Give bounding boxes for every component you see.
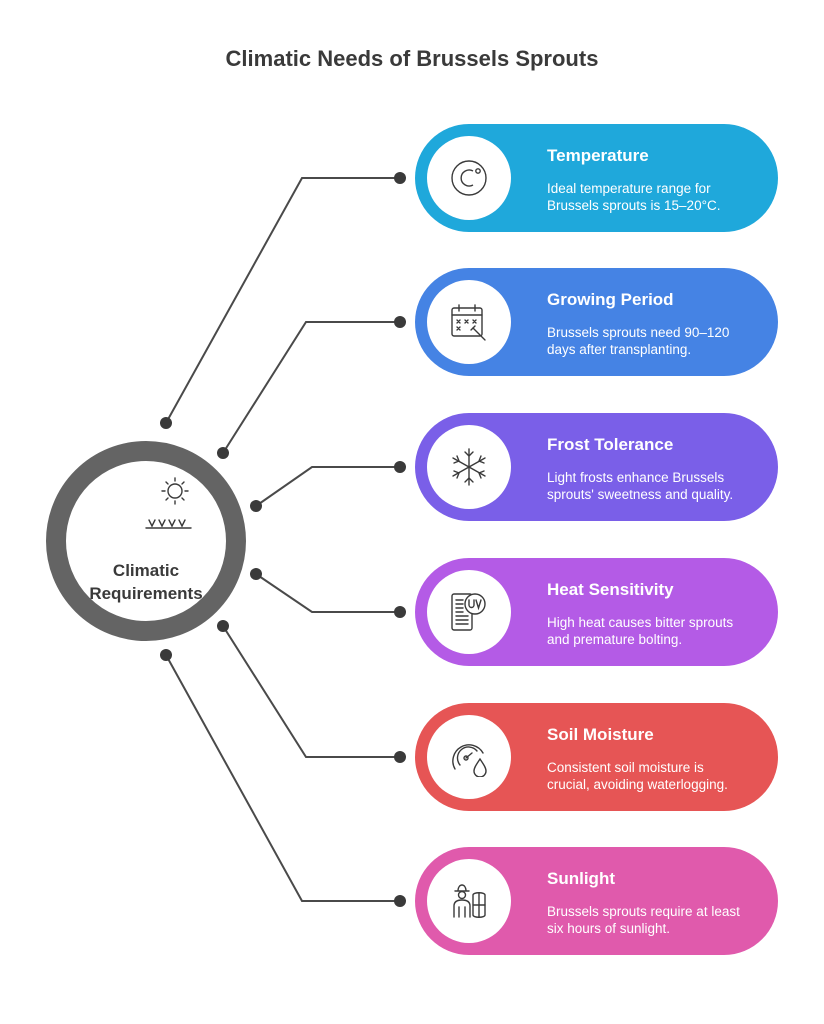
connector-dot — [394, 316, 406, 328]
farmer-icon — [453, 884, 486, 918]
card-heading: Frost Tolerance — [547, 435, 674, 454]
page-title: Climatic Needs of Brussels Sprouts — [225, 46, 599, 71]
connector-line — [222, 321, 400, 454]
card-heat-sensitivity: Heat Sensitivity High heat causes bitter… — [415, 558, 778, 666]
connector-dot — [394, 751, 406, 763]
hub-label: Climatic Requirements — [89, 561, 203, 603]
card-description: Consistent soil moisture is crucial, avo… — [547, 760, 728, 792]
grass-icon — [145, 519, 192, 529]
connector-dot — [217, 447, 229, 459]
sun-grass-icon — [145, 477, 192, 529]
card-heading: Heat Sensitivity — [547, 580, 674, 599]
connector-line — [165, 654, 400, 902]
connector-dot — [394, 606, 406, 618]
connector-dot — [160, 417, 172, 429]
card-description: Light frosts enhance Brussels sprouts' s… — [547, 470, 734, 502]
uv-index-icon — [451, 593, 486, 631]
connector-dot — [394, 172, 406, 184]
connector-dot — [250, 500, 262, 512]
connector-line — [222, 625, 400, 758]
connector-dot — [394, 895, 406, 907]
snowflake-icon — [452, 448, 486, 486]
celsius-icon — [451, 160, 487, 196]
card-heading: Sunlight — [547, 869, 615, 888]
connector-dot — [217, 620, 229, 632]
card-growing-period: Growing Period Brussels sprouts need 90–… — [415, 268, 778, 376]
sun-icon — [167, 483, 183, 499]
connector-dot — [250, 568, 262, 580]
card-description: High heat causes bitter sprouts and prem… — [547, 615, 734, 647]
card-temperature: Temperature Ideal temperature range for … — [415, 124, 778, 232]
card-description: Brussels sprouts need 90–120 days after … — [547, 325, 730, 357]
card-heading: Growing Period — [547, 290, 674, 309]
moisture-gauge-icon — [452, 744, 487, 777]
card-sunlight: Sunlight Brussels sprouts require at lea… — [415, 847, 778, 955]
connector-line — [165, 177, 400, 424]
connector-dot — [394, 461, 406, 473]
connector-dot — [160, 649, 172, 661]
calendar-icon — [451, 304, 486, 341]
card-soil-moisture: Soil Moisture Consistent soil moisture i… — [415, 703, 778, 811]
card-description: Brussels sprouts require at least six ho… — [547, 904, 740, 936]
connector-line — [255, 466, 400, 507]
card-description: Ideal temperature range for Brussels spr… — [547, 181, 721, 213]
connector-line — [255, 573, 400, 613]
central-hub: Climatic Requirements — [46, 441, 246, 641]
card-heading: Temperature — [547, 146, 649, 165]
card-heading: Soil Moisture — [547, 725, 654, 744]
card-frost-tolerance: Frost Tolerance Light frosts enhance Bru… — [415, 413, 778, 521]
